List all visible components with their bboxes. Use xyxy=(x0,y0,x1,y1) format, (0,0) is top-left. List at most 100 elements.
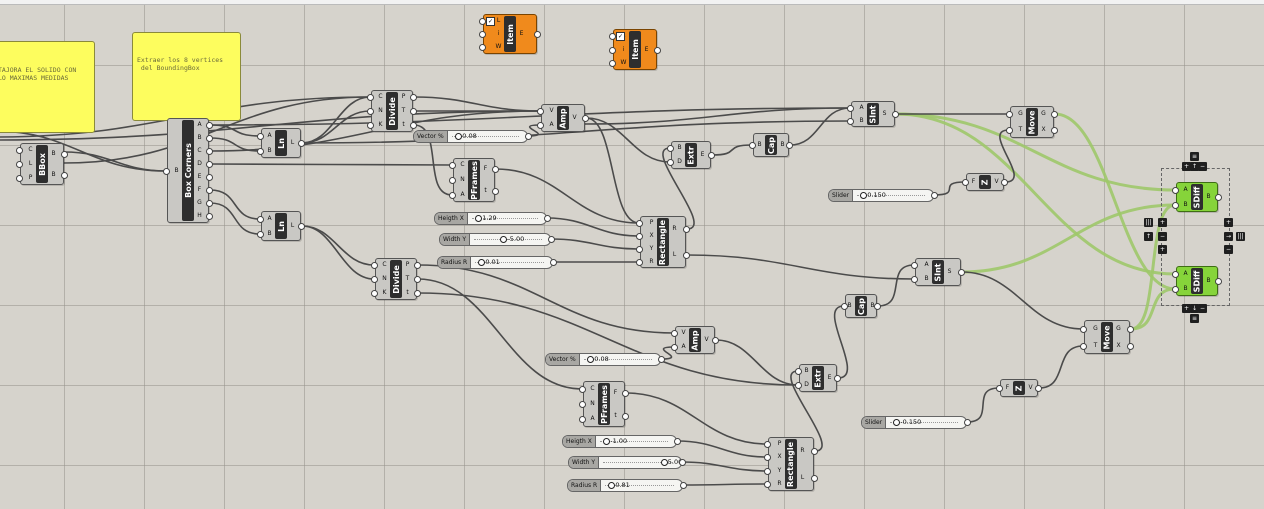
slider-heightx2[interactable]: Heigth X-1.00 xyxy=(562,435,681,448)
port-grip[interactable] xyxy=(892,111,899,118)
port-grip[interactable] xyxy=(582,115,589,122)
panel-note[interactable]: TAJORA EL SOLIDO CON LO MAXIMAS MEDIDAS xyxy=(0,41,95,133)
port-grip[interactable] xyxy=(764,454,771,461)
slider-track[interactable] xyxy=(857,195,925,196)
port-grip[interactable] xyxy=(206,135,213,142)
port-grip[interactable] xyxy=(479,31,486,38)
slider-knob[interactable] xyxy=(608,482,616,489)
port-grip[interactable] xyxy=(410,108,417,115)
port-grip[interactable] xyxy=(61,151,68,158)
port-grip[interactable] xyxy=(811,475,818,482)
port-grip[interactable] xyxy=(206,174,213,181)
port-grip[interactable] xyxy=(1006,111,1013,118)
port-grip[interactable] xyxy=(371,276,378,283)
slider-knob[interactable] xyxy=(860,192,868,199)
zui-zoom-icon[interactable]: ||| xyxy=(1144,218,1153,227)
port-grip[interactable] xyxy=(1172,271,1179,278)
port-grip[interactable] xyxy=(16,175,23,182)
zui-add-right-icon[interactable]: + xyxy=(1224,218,1233,227)
port-grip[interactable] xyxy=(683,226,690,233)
port-grip[interactable] xyxy=(206,148,213,155)
port-grip[interactable] xyxy=(636,233,643,240)
port-grip[interactable] xyxy=(811,448,818,455)
port-grip[interactable] xyxy=(1051,127,1058,134)
port-grip[interactable] xyxy=(206,161,213,168)
slider-grip[interactable] xyxy=(931,192,938,199)
zui-down-icon[interactable]: ↓ xyxy=(1190,304,1199,313)
zui-add-left-icon[interactable]: + xyxy=(1158,218,1167,227)
port-grip[interactable] xyxy=(1006,127,1013,134)
slider-knob[interactable] xyxy=(603,438,611,445)
slider-track[interactable] xyxy=(584,359,652,360)
port-grip[interactable] xyxy=(911,262,918,269)
slider-track[interactable] xyxy=(600,441,668,442)
zui-right-icon[interactable]: → xyxy=(1224,232,1233,241)
port-grip[interactable] xyxy=(1080,343,1087,350)
port-grip[interactable] xyxy=(206,200,213,207)
port-grip[interactable] xyxy=(449,177,456,184)
slider-grip[interactable] xyxy=(679,459,686,466)
slider-grip[interactable] xyxy=(674,438,681,445)
port-grip[interactable] xyxy=(257,231,264,238)
port-grip[interactable] xyxy=(609,60,616,67)
port-grip[interactable] xyxy=(371,262,378,269)
port-grip[interactable] xyxy=(671,344,678,351)
port-grip[interactable] xyxy=(609,47,616,54)
port-grip[interactable] xyxy=(636,246,643,253)
slider-vec2[interactable]: Vector %0.08 xyxy=(545,353,665,366)
port-grip[interactable] xyxy=(841,303,848,310)
slider-knob[interactable] xyxy=(893,419,901,426)
port-grip[interactable] xyxy=(414,276,421,283)
slider-grip[interactable] xyxy=(550,259,557,266)
port-grip[interactable] xyxy=(712,337,719,344)
zui-remove-icon[interactable]: − xyxy=(1198,162,1207,171)
port-grip[interactable] xyxy=(847,118,854,125)
slider-knob[interactable] xyxy=(455,133,463,140)
port-grip[interactable] xyxy=(683,252,690,259)
port-grip[interactable] xyxy=(492,188,499,195)
slider-knob[interactable] xyxy=(478,259,486,266)
slider-knob[interactable] xyxy=(587,356,595,363)
port-grip[interactable] xyxy=(16,147,23,154)
port-grip[interactable] xyxy=(786,142,793,149)
port-grip[interactable] xyxy=(1001,179,1008,186)
zui-menu-bottom-icon[interactable]: ≡ xyxy=(1190,314,1199,323)
slider-grip[interactable] xyxy=(680,482,687,489)
slider-track[interactable] xyxy=(890,422,958,423)
port-grip[interactable] xyxy=(449,162,456,169)
slider-slider2[interactable]: Slider-0.150 xyxy=(861,416,971,429)
port-grip[interactable] xyxy=(636,259,643,266)
port-grip[interactable] xyxy=(749,142,756,149)
slider-knob[interactable] xyxy=(475,215,483,222)
zui-up-icon[interactable]: ↑ xyxy=(1190,162,1199,171)
slider-grip[interactable] xyxy=(544,215,551,222)
port-grip[interactable] xyxy=(1051,111,1058,118)
port-grip[interactable] xyxy=(911,276,918,283)
slider-grip[interactable] xyxy=(964,419,971,426)
slider-grip[interactable] xyxy=(658,356,665,363)
zui-add-bottom-icon[interactable]: + xyxy=(1182,304,1191,313)
slider-grip[interactable] xyxy=(548,236,555,243)
port-grip[interactable] xyxy=(996,385,1003,392)
port-grip[interactable] xyxy=(764,441,771,448)
zui-add-icon[interactable]: + xyxy=(1182,162,1191,171)
slider-track[interactable] xyxy=(475,262,544,263)
port-grip[interactable] xyxy=(764,481,771,488)
